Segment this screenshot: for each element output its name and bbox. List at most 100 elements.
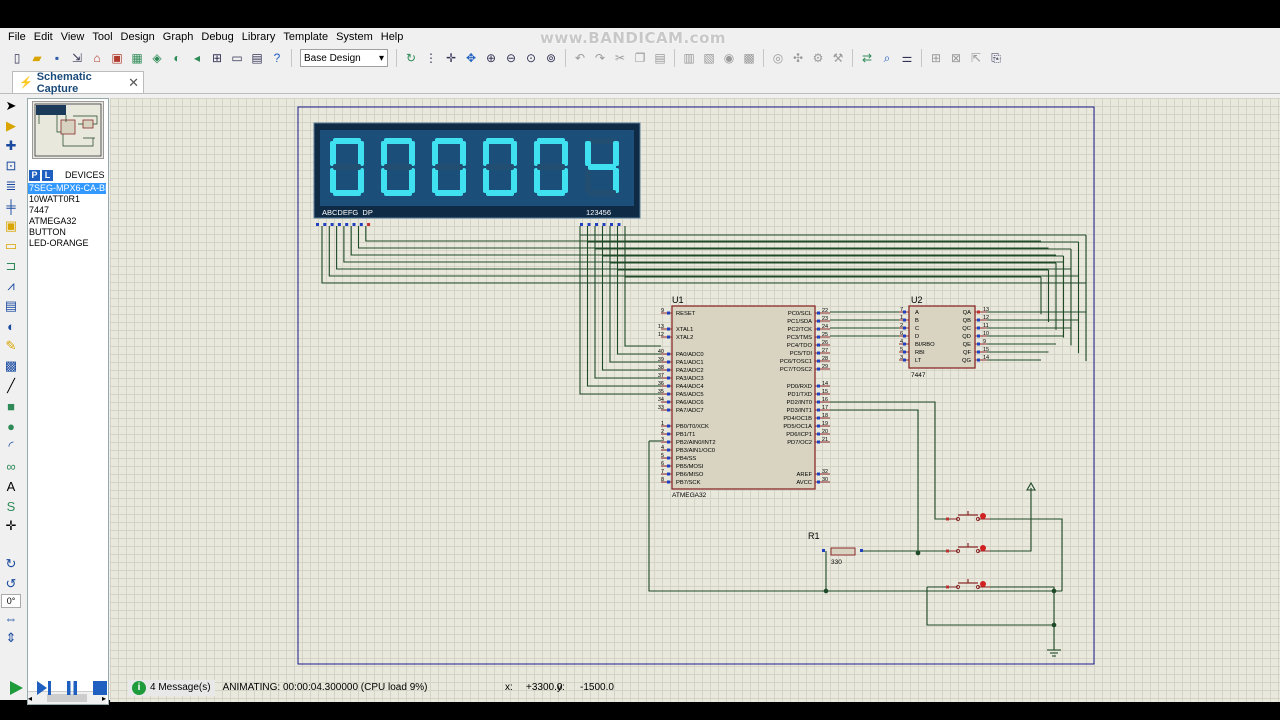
rotation-angle-field[interactable]: 0°	[1, 594, 21, 608]
menu-graph[interactable]: Graph	[162, 31, 194, 43]
menu-tool[interactable]: Tool	[92, 31, 113, 43]
remove-sheet-icon[interactable]: ⊠	[950, 51, 962, 65]
pause-button[interactable]	[60, 678, 84, 698]
terminals-icon[interactable]: ▭	[4, 238, 18, 253]
new-sheet-icon[interactable]: ⊞	[930, 51, 942, 65]
chip-icon[interactable]: ▣	[111, 51, 123, 65]
selection-mode-icon[interactable]: ➤	[5, 98, 17, 113]
gerber-icon[interactable]: ◐	[173, 51, 181, 65]
copy-icon[interactable]: ❐	[634, 51, 646, 65]
menu-library[interactable]: Library	[241, 31, 276, 43]
cut-icon[interactable]: ✂	[614, 51, 626, 65]
tab-schematic-capture[interactable]: ⚡ Schematic Capture ✕	[12, 71, 144, 95]
new-file-icon[interactable]: ▯	[13, 51, 21, 65]
menu-design[interactable]: Design	[120, 31, 155, 43]
block-move-icon[interactable]: ▧	[703, 51, 715, 65]
component-mode-icon[interactable]: ▶	[6, 118, 16, 133]
zoom-area-icon[interactable]: ⊚	[545, 51, 557, 65]
virtual-instruments-icon[interactable]: ▩	[4, 358, 18, 373]
3d-view-icon[interactable]: ◈	[152, 51, 162, 65]
design-variant-select[interactable]: Base Design ▾	[300, 49, 388, 67]
device-pins-icon[interactable]: ⊐	[5, 258, 17, 273]
undo-icon[interactable]: ↶	[574, 51, 586, 65]
library-manager-button[interactable]: L	[42, 169, 53, 181]
text-icon[interactable]: A	[6, 478, 16, 494]
graph-icon[interactable]: ⩘	[7, 278, 15, 293]
menu-help[interactable]: Help	[380, 31, 404, 43]
line-icon[interactable]: ╱	[7, 378, 15, 393]
menu-file[interactable]: File	[8, 31, 26, 43]
resistor-r1[interactable]	[830, 547, 856, 556]
play-button[interactable]	[4, 678, 28, 698]
voltage-probe-icon[interactable]: ✎	[5, 338, 17, 353]
make-device-icon[interactable]: ✣	[792, 51, 804, 65]
package-tool-icon[interactable]: ⚙	[812, 51, 824, 65]
bom-icon[interactable]: ◂	[193, 51, 201, 65]
menu-debug[interactable]: Debug	[201, 31, 234, 43]
property-assignment-icon[interactable]: ⚌	[901, 51, 913, 65]
scroll-right-icon[interactable]: ▸	[101, 693, 106, 703]
marker-icon[interactable]: ✛	[5, 518, 17, 533]
buses-icon[interactable]: ╪	[6, 198, 16, 214]
generator-icon[interactable]: ◐	[7, 318, 15, 334]
junction-dot-icon[interactable]: ✚	[5, 138, 17, 153]
grid-toggle-icon[interactable]: ⋮	[425, 51, 437, 65]
device-item-button[interactable]: BUTTON	[29, 227, 66, 237]
paste-icon[interactable]: ▤	[654, 51, 666, 65]
source-code-icon[interactable]: ▭	[231, 51, 243, 65]
mirror-horizontal-icon[interactable]: ⇔	[4, 610, 18, 626]
save-icon[interactable]: ▪	[54, 51, 60, 65]
stop-button[interactable]	[88, 678, 112, 698]
text-script-icon[interactable]: ≣	[5, 178, 17, 193]
push-buttons[interactable]	[946, 511, 990, 590]
zoom-out-icon[interactable]: ⊖	[505, 51, 517, 65]
device-item-10watt[interactable]: 10WATT0R1	[29, 194, 81, 204]
pick-device-icon[interactable]: ◎	[772, 51, 784, 65]
home-icon[interactable]: ⌂	[93, 51, 101, 65]
decompose-icon[interactable]: ⚒	[832, 51, 844, 65]
message-indicator[interactable]: i 4 Message(s)	[128, 679, 215, 696]
block-delete-icon[interactable]: ▩	[743, 51, 755, 65]
scroll-left-icon[interactable]: ◂	[28, 693, 33, 703]
rotate-clockwise-icon[interactable]: ↻	[5, 556, 17, 571]
rotate-anticlockwise-icon[interactable]: ↺	[5, 576, 17, 591]
design-explorer-icon[interactable]: ⊞	[211, 51, 223, 65]
power-terminal[interactable]	[1026, 481, 1036, 520]
pcb-icon[interactable]: ▦	[131, 51, 143, 65]
tape-recorder-icon[interactable]: ▤	[4, 298, 18, 313]
bcd-decoder-7447[interactable]	[908, 305, 976, 369]
menu-template[interactable]: Template	[283, 31, 329, 43]
refresh-icon[interactable]: ↻	[405, 51, 417, 65]
redo-icon[interactable]: ↷	[594, 51, 606, 65]
origin-icon[interactable]: ✛	[445, 51, 457, 65]
atmega32-chip[interactable]	[671, 305, 816, 490]
box-icon[interactable]: ■	[7, 398, 15, 414]
exit-to-parent-icon[interactable]: ⇱	[970, 51, 982, 65]
scroll-thumb[interactable]	[47, 694, 87, 702]
device-item-atmega32[interactable]: ATMEGA32	[29, 216, 77, 226]
overview-thumbnail[interactable]	[32, 101, 104, 159]
block-rotate-icon[interactable]: ◉	[723, 51, 735, 65]
device-item-7seg[interactable]: 7SEG-MPX6-CA-BL	[28, 183, 106, 194]
arc-icon[interactable]: ◜	[8, 438, 14, 453]
ground-terminal[interactable]	[1047, 625, 1061, 657]
open-folder-icon[interactable]: ▰	[32, 51, 42, 65]
device-item-led-orange[interactable]: LED-ORANGE	[29, 238, 89, 248]
notes-icon[interactable]: ▤	[251, 51, 263, 65]
path-icon[interactable]: ∞	[6, 458, 16, 474]
block-copy-icon[interactable]: ▥	[683, 51, 695, 65]
zoom-all-icon[interactable]: ⊙	[525, 51, 537, 65]
step-button[interactable]	[32, 678, 56, 698]
menu-view[interactable]: View	[60, 31, 85, 43]
zoom-in-icon[interactable]: ⊕	[485, 51, 497, 65]
device-item-7447[interactable]: 7447	[29, 205, 50, 215]
menu-system[interactable]: System	[336, 31, 373, 43]
wire-label-icon[interactable]: ⊡	[5, 158, 17, 173]
netlist-icon[interactable]: ⎘	[991, 50, 1001, 65]
wire-autorouter-icon[interactable]: ⇄	[861, 51, 873, 65]
close-icon[interactable]: ✕	[128, 74, 139, 90]
help-icon[interactable]: ?	[273, 51, 281, 65]
pan-icon[interactable]: ✥	[465, 51, 477, 65]
